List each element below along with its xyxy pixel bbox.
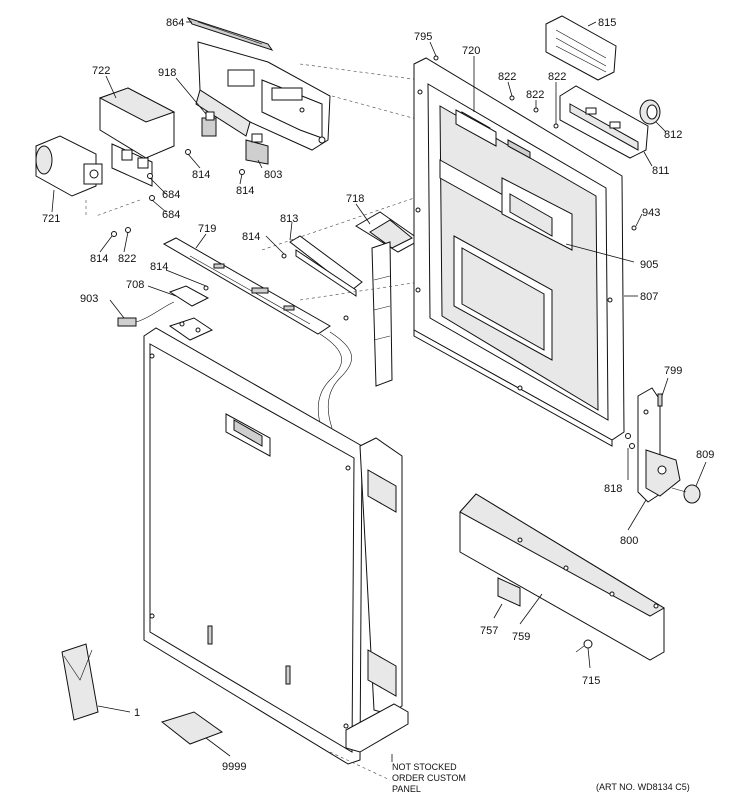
label-715: 715 (582, 675, 600, 687)
screws-left-cluster (111, 149, 245, 237)
part-718-gasket (355, 211, 421, 387)
label-722: 722 (92, 65, 110, 77)
note-line-3: PANEL (392, 784, 421, 794)
label-757: 757 (480, 625, 498, 637)
custom-panel-not-stocked (329, 437, 409, 781)
part-818-screws (625, 433, 635, 449)
part-719-control-board (162, 237, 331, 335)
part-708-board (168, 285, 214, 341)
label-9999: 9999 (222, 761, 246, 773)
part-811-vent-housing (559, 85, 649, 159)
label-1: 1 (134, 707, 140, 719)
part-815-vent-cover (545, 15, 617, 81)
part-918-switch (201, 111, 217, 137)
part-757-label (497, 577, 521, 607)
part-759-kickplate (459, 493, 665, 661)
part-721-actuator (35, 135, 103, 197)
label-822-c: 822 (526, 89, 544, 101)
label-718: 718 (346, 193, 364, 205)
leader-lines (51, 21, 707, 762)
label-905: 905 (640, 259, 658, 271)
label-822-b: 822 (498, 71, 516, 83)
label-918: 918 (158, 67, 176, 79)
label-795: 795 (414, 31, 432, 43)
part-9999-kit (160, 711, 224, 745)
part-803-switch (245, 133, 269, 165)
art-number: (ART NO. WD8134 C5) (596, 782, 690, 792)
label-814-c: 814 (90, 253, 108, 265)
label-814-e: 814 (150, 261, 168, 273)
label-721: 721 (42, 213, 60, 225)
note-line-2: ORDER CUSTOM (392, 773, 466, 783)
part-722-dispenser (98, 87, 176, 187)
part-800-hinge (637, 387, 681, 503)
label-799: 799 (664, 365, 682, 377)
part-903-connector (117, 301, 175, 327)
label-807: 807 (640, 291, 658, 303)
custom-panel-note: NOT STOCKED ORDER CUSTOM PANEL (392, 762, 466, 794)
label-814-a: 814 (192, 169, 210, 181)
part-799-screw (657, 393, 663, 407)
label-684-b: 684 (162, 209, 180, 221)
construction-lines (85, 63, 421, 301)
part-812-knob (639, 99, 661, 125)
label-812: 812 (664, 129, 682, 141)
label-811: 811 (652, 165, 670, 177)
part-labels: 864 722 918 721 814 684 684 803 814 814 … (42, 17, 714, 773)
label-943: 943 (642, 207, 660, 219)
outer-door-panel (143, 327, 363, 765)
label-813: 813 (280, 213, 298, 225)
label-684-a: 684 (162, 189, 180, 201)
part-809-cap (671, 484, 701, 504)
label-903: 903 (80, 293, 98, 305)
screws-right-cluster (203, 55, 637, 321)
label-708: 708 (126, 279, 144, 291)
label-814-b: 814 (236, 185, 254, 197)
note-line-1: NOT STOCKED (392, 762, 457, 772)
control-housing (195, 41, 331, 151)
part-807-inner-door (413, 57, 625, 447)
part-813-bracket (289, 235, 363, 297)
label-822-a: 822 (118, 253, 136, 265)
label-818: 818 (604, 483, 622, 495)
label-815: 815 (598, 17, 616, 29)
label-759: 759 (512, 631, 530, 643)
label-803: 803 (264, 169, 282, 181)
ribbon-cable (317, 331, 352, 431)
label-720: 720 (462, 45, 480, 57)
label-800: 800 (620, 535, 638, 547)
part-1-manual (61, 643, 99, 721)
label-719: 719 (198, 223, 216, 235)
label-864: 864 (166, 17, 184, 29)
label-809: 809 (696, 449, 714, 461)
label-822-d: 822 (548, 71, 566, 83)
part-715-screw (575, 639, 593, 653)
label-814-d: 814 (242, 231, 260, 243)
